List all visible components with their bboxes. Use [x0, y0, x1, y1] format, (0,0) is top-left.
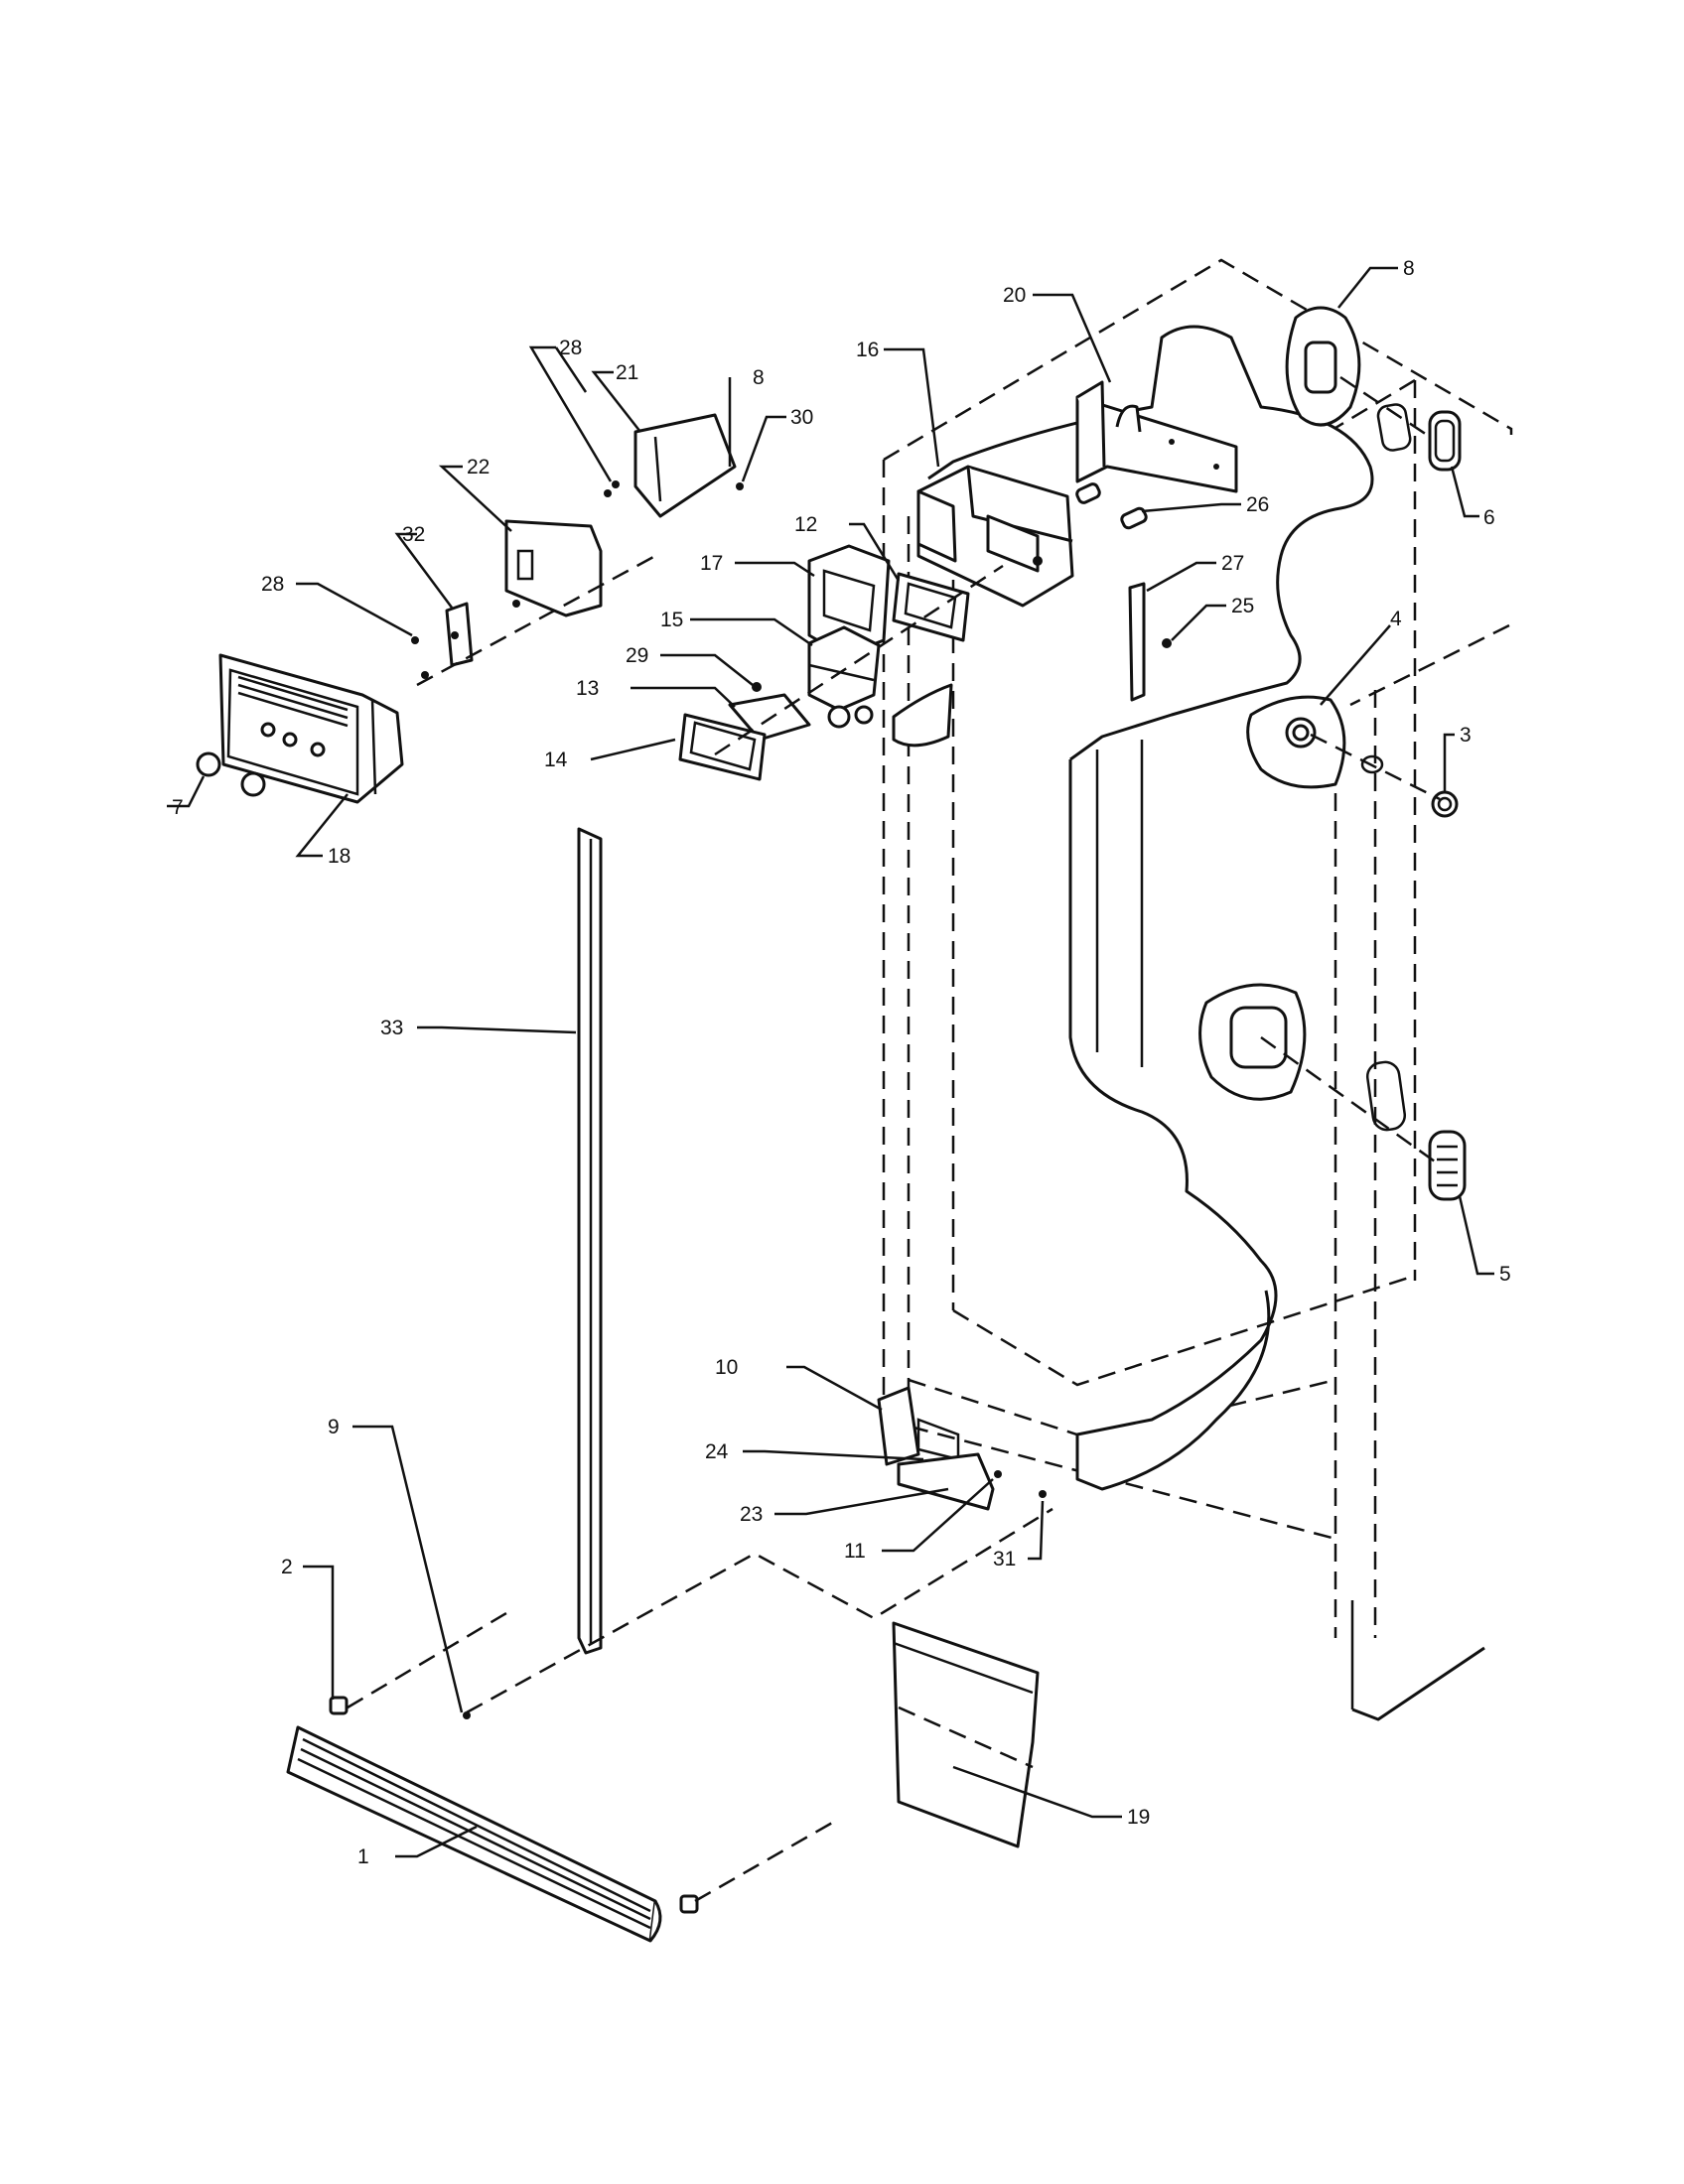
part-23-bracket: [897, 1452, 995, 1511]
part-28-screw-extra: [421, 671, 429, 679]
callout-3: 3: [1460, 724, 1472, 747]
callout-19: 19: [1127, 1806, 1150, 1829]
alignment-lines: [347, 375, 1441, 1903]
callout-28-lower: 28: [261, 573, 284, 596]
part-21-bracket: [604, 413, 737, 518]
callout-4: 4: [1390, 608, 1402, 630]
callout-10: 10: [715, 1356, 738, 1379]
part-1-grille: [286, 1725, 662, 1943]
part-29-screw: [752, 682, 762, 692]
part-8-light-housing: [1285, 306, 1412, 452]
callout-6: 6: [1483, 506, 1495, 529]
callout-33: 33: [380, 1017, 403, 1039]
part-20-bracket: [1075, 380, 1238, 493]
callout-25: 25: [1231, 595, 1254, 617]
callout-16: 16: [856, 339, 879, 361]
callout-11: 11: [844, 1540, 866, 1563]
callout-12: 12: [794, 513, 817, 536]
part-30-screw: [736, 482, 744, 490]
callout-15: 15: [660, 609, 683, 631]
part-31-screw: [1039, 1490, 1047, 1498]
callout-28-upper: 28: [559, 337, 582, 359]
callout-7: 7: [172, 796, 184, 819]
callout-2: 2: [281, 1556, 293, 1578]
part-19-panel: [892, 1621, 1040, 1848]
callout-8-top: 8: [1403, 257, 1415, 280]
part-26-pins: [1075, 482, 1148, 530]
callout-24: 24: [705, 1440, 729, 1463]
part-17-frame: [807, 544, 891, 657]
cabinet-outline: [882, 258, 1513, 1721]
callout-21: 21: [616, 361, 638, 384]
part-10-hinge: [877, 1386, 960, 1466]
part-3-plug: [1431, 790, 1459, 818]
callout-1: 1: [357, 1845, 369, 1868]
callout-18: 18: [328, 845, 351, 868]
part-5-grille: [1198, 983, 1467, 1201]
part-2-clips: [329, 1696, 699, 1914]
callout-32: 32: [402, 523, 425, 546]
part-12-gasket: [892, 572, 970, 642]
part-9-screw: [463, 1711, 471, 1719]
part-25-screw: [1162, 638, 1172, 648]
part-28-screw-lower: [411, 636, 419, 644]
part-32-clip: [445, 602, 474, 667]
part-6-lens: [1428, 410, 1462, 472]
part-22-bracket: [504, 519, 603, 617]
callout-23: 23: [740, 1503, 763, 1526]
part-4-receptacle: [1246, 695, 1384, 789]
callout-9: 9: [328, 1416, 340, 1438]
callout-27: 27: [1221, 552, 1244, 575]
callout-17: 17: [700, 552, 723, 575]
callout-20: 20: [1003, 284, 1026, 307]
callout-22: 22: [467, 456, 490, 478]
part-7-knobs: [196, 751, 266, 797]
callout-30: 30: [790, 406, 813, 429]
callout-labels: 1 2 3 4 5 6 7 8 8 9 10 11 12 13 14 15 16…: [172, 257, 1511, 1868]
callout-leaders: [167, 266, 1494, 1858]
callout-8-mid: 8: [753, 366, 765, 389]
part-33-trim-strip: [577, 827, 603, 1655]
callout-14: 14: [544, 749, 568, 771]
part-14-bezel: [678, 713, 767, 781]
callout-26: 26: [1246, 493, 1269, 516]
callout-31: 31: [993, 1548, 1016, 1570]
callout-5: 5: [1499, 1263, 1511, 1286]
callout-13: 13: [576, 677, 599, 700]
callout-29: 29: [626, 644, 648, 667]
part-27-strip: [1128, 582, 1146, 702]
part-11-screw: [994, 1470, 1002, 1478]
part-18-control-panel: [218, 653, 404, 804]
part-16-housing: [916, 465, 1074, 608]
